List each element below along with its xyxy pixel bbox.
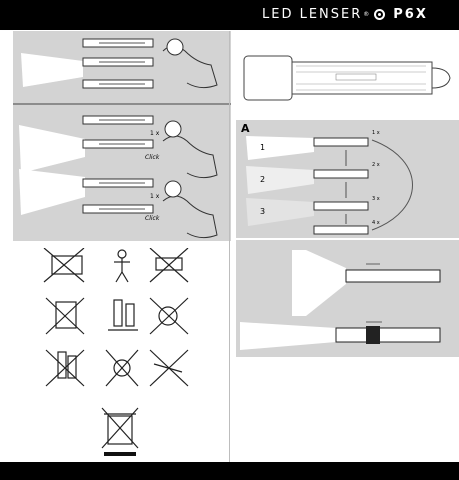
light-beam-icon — [19, 125, 85, 173]
focus-drawing — [240, 250, 441, 350]
column-divider — [229, 31, 230, 462]
flood-beam-icon — [240, 322, 336, 350]
spot-beam-icon — [292, 250, 346, 316]
cycle-arrow-icon — [371, 139, 413, 231]
pictogram-battery-icon — [108, 299, 138, 331]
pictogram-no-water-icon — [149, 297, 189, 335]
pictogram-no-crush-icon — [45, 297, 85, 335]
hand-icon — [162, 38, 218, 239]
flashlight-detail — [99, 42, 145, 210]
step-number: 2 — [260, 175, 265, 184]
step-number: 1 — [260, 143, 265, 152]
registered-mark: ® — [363, 11, 372, 18]
panel-label: A — [241, 122, 250, 135]
click-label: Click — [145, 154, 160, 161]
weee-bin-icon — [101, 407, 139, 449]
logo-ring-icon — [374, 9, 386, 20]
focus-arrows-icon — [366, 263, 382, 323]
pictogram-no-short-icon — [149, 349, 189, 387]
left-instruction-drawings: 1 x 1 x Click Click — [13, 38, 231, 239]
press-mark: 4 x — [372, 220, 380, 226]
weee-bar — [104, 452, 136, 456]
press-mark: 2 x — [372, 162, 380, 168]
lanyard-icon — [431, 67, 451, 89]
pictogram-no-child-icon — [114, 249, 130, 283]
body-label-plate — [335, 73, 377, 81]
pictogram-no-disassemble-icon — [43, 248, 85, 283]
footer-bar — [0, 462, 459, 480]
focus-ring-icon — [366, 326, 380, 344]
model-name: P6X — [393, 7, 428, 22]
light-beam-icon — [19, 169, 85, 215]
pictogram-no-liquid-icon — [149, 248, 189, 283]
press-mark: 1 x — [150, 193, 160, 200]
brand-logo: LED LENSER® P6X — [262, 5, 428, 25]
light-beam-icon — [21, 53, 83, 87]
press-mark: 3 x — [372, 196, 380, 202]
brand-name: LED LENSER — [262, 7, 363, 22]
knurling-pattern — [296, 65, 426, 91]
step-number: 3 — [260, 207, 265, 216]
flashlight-head-icon — [243, 55, 293, 101]
press-mark: 1 x — [150, 130, 160, 137]
pictogram-no-mix-battery-icon — [45, 349, 85, 387]
light-beam-medium-icon — [246, 166, 314, 194]
brightness-modes-drawing: 1 2 3 1 x 2 x 3 x 4 x — [246, 130, 413, 235]
light-beam-full-icon — [246, 136, 314, 160]
flashlight-icon — [335, 269, 441, 343]
press-mark: 1 x — [372, 130, 380, 136]
safety-pictograms — [43, 248, 189, 456]
flashlight-icon — [82, 38, 154, 214]
flashlight-icon — [313, 137, 369, 235]
flashlight-body-icon — [291, 61, 433, 95]
pictogram-no-heat-icon — [105, 349, 139, 387]
light-beam-low-icon — [246, 198, 314, 226]
click-label: Click — [145, 215, 160, 222]
product-illustration — [243, 55, 451, 101]
